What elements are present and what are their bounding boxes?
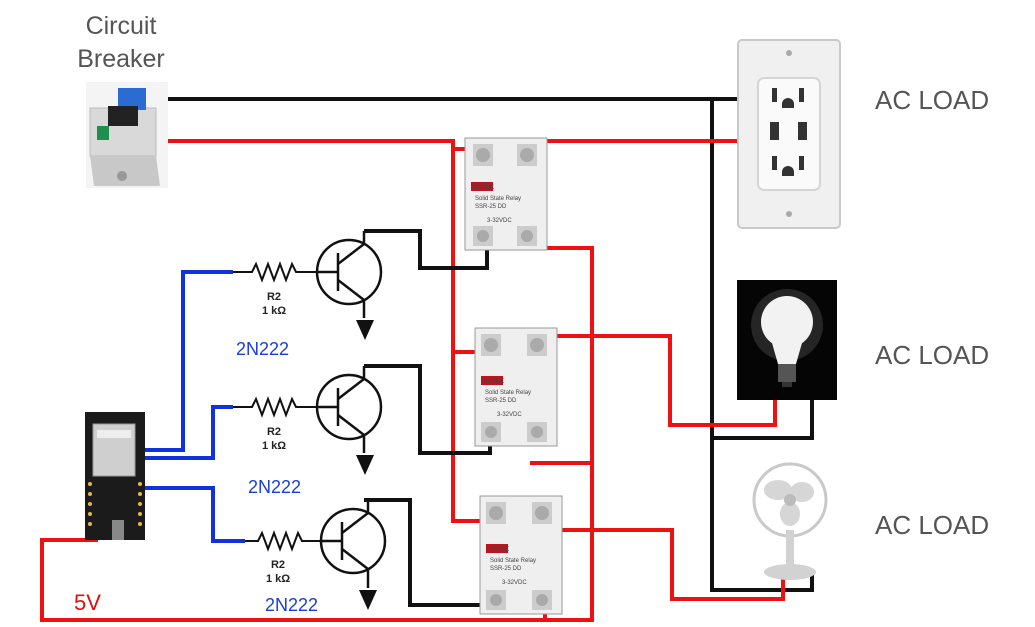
relay-input: 3-32VDC — [497, 412, 522, 418]
relay-model: SSR-25 DD — [475, 204, 507, 210]
resistor-value: 1 kΩ — [261, 305, 287, 317]
relay-desc: Solid State Relay — [490, 558, 536, 564]
transistor-label-1: 2N222 — [236, 339, 290, 359]
resistor-label-3: R2 1 kΩ — [258, 558, 298, 586]
neutral-wires — [168, 97, 814, 592]
signal-wires — [145, 270, 245, 543]
transistor-symbols — [315, 231, 387, 588]
resistor-name: R2 — [266, 291, 282, 303]
relay-model: SSR-25 DD — [490, 566, 522, 572]
relay-input: 3-32VDC — [502, 580, 527, 586]
resistor-zigzags — [233, 261, 322, 552]
breaker-label-line2: Breaker — [77, 45, 165, 73]
ground-icon — [359, 590, 377, 610]
load-label-1: AC LOAD — [875, 85, 990, 115]
breaker-label: Circuit Breaker — [62, 10, 180, 76]
relay-desc: Solid State Relay — [485, 390, 531, 396]
load-label-3: AC LOAD — [875, 510, 990, 540]
ground-icon — [356, 455, 374, 475]
relay-desc: Solid State Relay — [475, 196, 521, 202]
resistor-label-2: R2 1 kΩ — [254, 425, 294, 453]
supply-label: 5V — [74, 590, 101, 615]
solid-state-relay-2: FOTEK Solid State Relay SSR-25 DD 3-32VD… — [474, 327, 558, 447]
transistor-label-2: 2N222 — [248, 477, 302, 497]
relay-model: SSR-25 DD — [485, 398, 517, 404]
resistor-name: R2 — [270, 559, 286, 571]
transistor-label-3: 2N222 — [265, 595, 319, 615]
relay-input: 3-32VDC — [487, 218, 512, 224]
solid-state-relay-3: FOTEK Solid State Relay SSR-25 DD 3-32VD… — [479, 495, 563, 615]
fan-icon — [752, 462, 828, 580]
relay-brand: FOTEK — [474, 185, 494, 191]
resistor-label-1: R2 1 kΩ — [254, 290, 294, 318]
breaker-label-line1: Circuit — [85, 12, 157, 40]
relay-brand: FOTEK — [484, 379, 504, 385]
light-bulb-icon — [737, 280, 837, 400]
relay-brand: FOTEK — [489, 547, 509, 553]
ground-symbols — [356, 320, 377, 610]
solid-state-relay-1: FOTEK Solid State Relay SSR-25 DD 3-32VD… — [464, 137, 548, 251]
load-label-2: AC LOAD — [875, 340, 990, 370]
resistor-name: R2 — [266, 426, 282, 438]
circuit-breaker — [86, 82, 168, 188]
resistor-value: 1 kΩ — [261, 440, 287, 452]
microcontroller-board — [85, 412, 145, 540]
resistor-value: 1 kΩ — [265, 573, 291, 585]
outlet-icon — [737, 39, 841, 229]
ground-icon — [356, 320, 374, 340]
